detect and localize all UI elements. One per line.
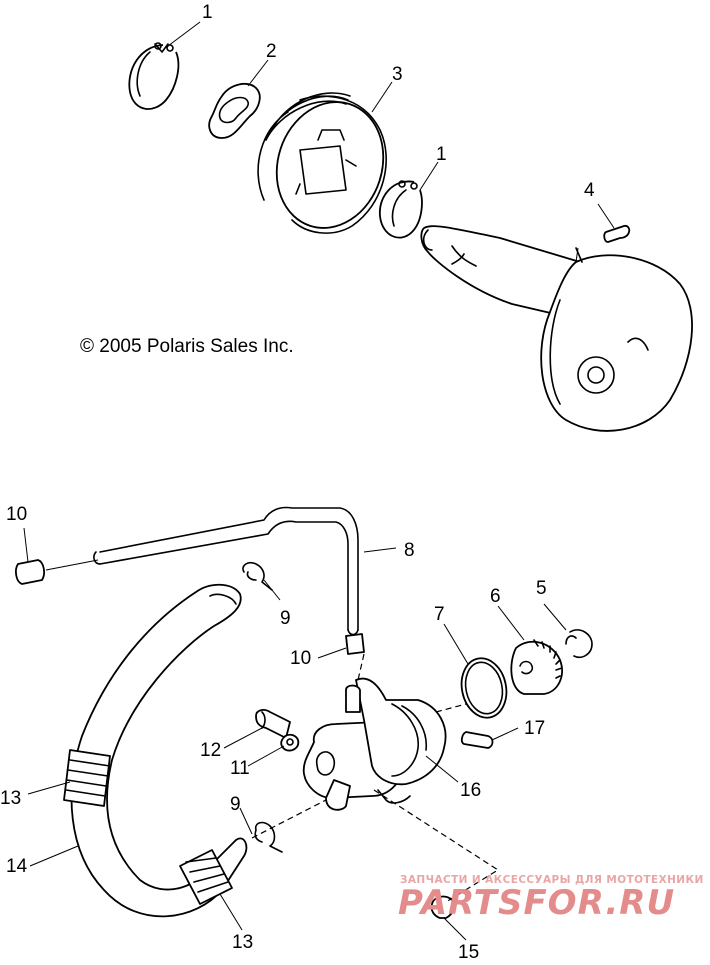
callout-10-left: 10 [6, 504, 27, 525]
callout-4: 4 [584, 180, 595, 201]
alignment-dash-lines [251, 653, 500, 903]
hose-clip-9-lower [254, 821, 283, 853]
pin-4 [603, 224, 631, 243]
hose-sleeve-13-upper [63, 749, 111, 807]
oil-pump-16 [302, 677, 447, 811]
copyright-notice: © 2005 Polaris Sales Inc. [80, 336, 294, 357]
pin-17 [460, 731, 494, 749]
o-ring-7 [460, 657, 508, 719]
callout-12: 12 [200, 740, 221, 761]
top-leader-lines [167, 21, 615, 229]
callout-5: 5 [536, 578, 547, 599]
shaft-and-cover [420, 225, 693, 432]
callout-15: 15 [458, 942, 479, 963]
callout-1-upper: 1 [202, 2, 213, 23]
snap-ring-1-lower [379, 180, 423, 239]
watermark-brand: PARTSFOR.RU [398, 883, 675, 923]
keyed-washer-2 [208, 82, 261, 139]
hose-fitting-10 [345, 633, 365, 655]
bolt-12 [255, 709, 291, 739]
callout-13-lower: 13 [232, 932, 253, 953]
bolt-15 [430, 895, 455, 919]
callout-8: 8 [404, 540, 415, 561]
callout-16: 16 [460, 780, 481, 801]
callout-9-lower: 9 [230, 794, 241, 815]
drive-gear-6 [510, 639, 563, 695]
hose-clip-9-upper [242, 561, 273, 591]
washer-11 [280, 733, 300, 752]
callout-1-lower: 1 [436, 144, 447, 165]
drive-pulley-3 [257, 92, 387, 234]
callout-11: 11 [230, 758, 250, 779]
clip-5 [565, 629, 593, 659]
callout-3: 3 [392, 64, 403, 85]
snap-ring-1-upper [128, 42, 180, 110]
callout-10-center: 10 [290, 648, 311, 669]
callout-7: 7 [434, 604, 445, 625]
hose-sleeve-13-lower [179, 849, 233, 905]
hose-cap-10-left [15, 559, 99, 585]
callout-6: 6 [490, 586, 501, 607]
callout-2: 2 [266, 41, 277, 62]
callout-9-upper: 9 [280, 608, 291, 629]
watermark-tagline: ЗАПЧАСТИ И АКСЕССУАРЫ ДЛЯ МОТОТЕХНИКИ [400, 874, 704, 886]
callout-17: 17 [524, 718, 545, 739]
callout-13-upper: 13 [0, 788, 21, 809]
callout-14: 14 [6, 856, 28, 877]
bottom-leader-lines [23, 527, 567, 941]
